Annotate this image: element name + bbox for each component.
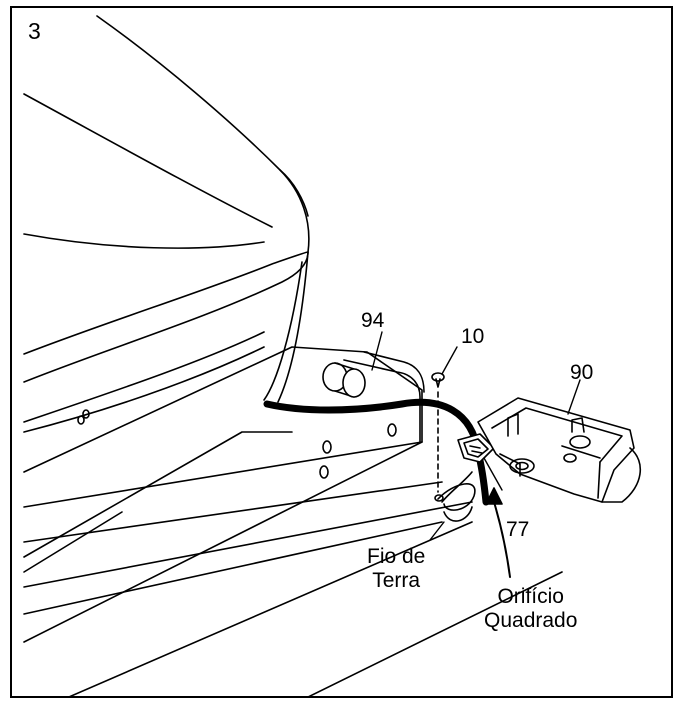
ground-terminal [434, 471, 476, 522]
square-hole-label: Orifício Quadrado [484, 585, 577, 632]
motor-hood [23, 15, 310, 433]
square-hole-label-line2: Quadrado [484, 608, 578, 632]
bracket-94 [322, 351, 425, 443]
ground-wire-label: Fio de Terra [367, 545, 425, 592]
ground-wire-label-line1: Fio de [367, 545, 426, 568]
part-label-77: 77 [506, 518, 530, 541]
square-hole-arrow [485, 487, 511, 578]
part-label-90: 90 [570, 361, 594, 384]
square-hole-label-line1: Orifício [497, 585, 564, 608]
part-label-94: 94 [361, 309, 385, 332]
connector-77 [457, 433, 495, 463]
base-pad-90 [477, 397, 642, 503]
part-label-10: 10 [461, 325, 485, 348]
screw-10 [431, 372, 445, 493]
callout-leaders [371, 331, 581, 541]
step-number: 3 [28, 18, 41, 44]
diagram-frame: 3 94 10 90 77 Fio de Terra Orifício Quad… [10, 6, 673, 698]
frame-rail [23, 346, 563, 696]
ground-wire-label-line2: Terra [372, 568, 421, 592]
assembly-drawing [23, 15, 642, 696]
